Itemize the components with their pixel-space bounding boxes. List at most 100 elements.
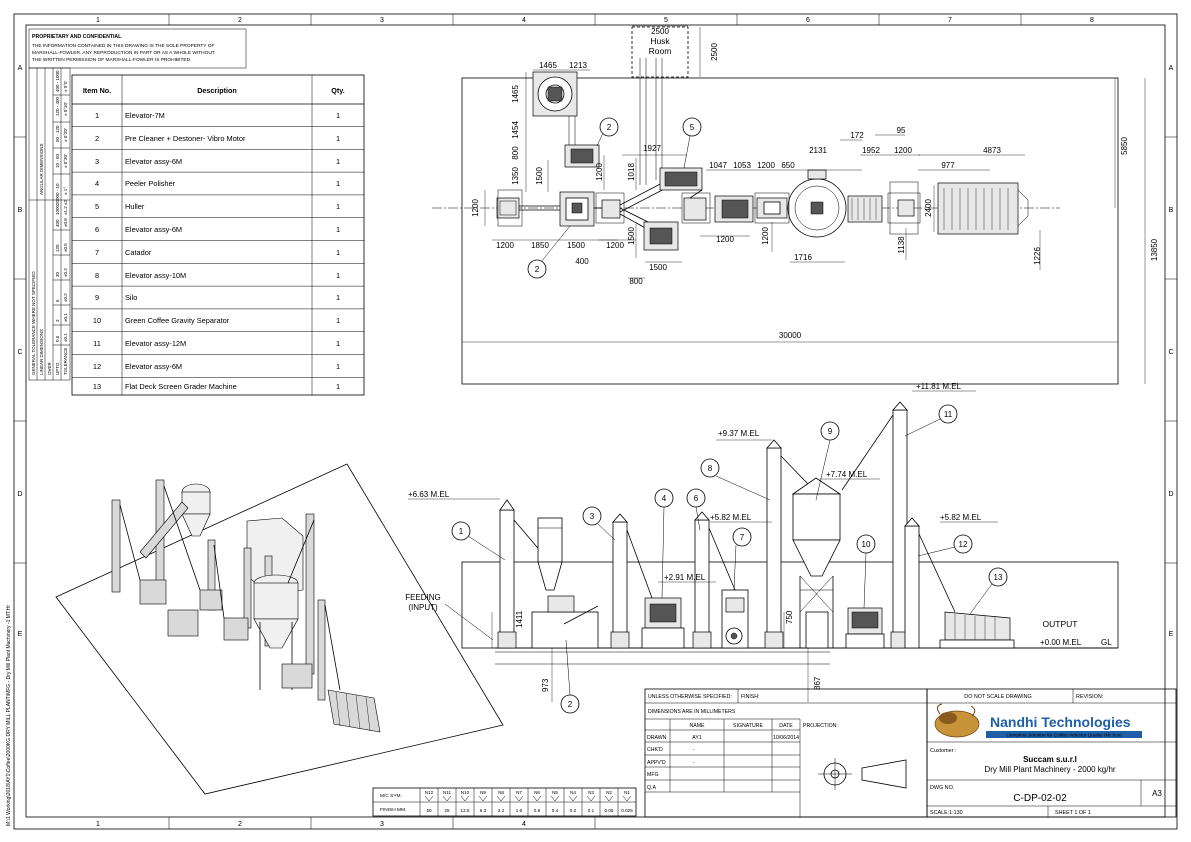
- bom-cell: 1: [336, 157, 340, 166]
- dim-1213: 1213: [569, 61, 587, 70]
- col-label-1: 1: [96, 17, 100, 24]
- surface-finish-table: M/C SYM. FINISH MM. N12 N11 N10 N9 N8 N7…: [372, 787, 637, 817]
- elev-bubble-10: [856, 534, 876, 554]
- logo-shade: [939, 712, 957, 724]
- finish-triangle-icons: [424, 795, 632, 802]
- dim-1200-e: 1200: [716, 235, 734, 244]
- plan-bubble-2-bottom: [527, 259, 547, 279]
- elev-bubble-10-label: 10: [862, 540, 871, 549]
- tol-lin-range-6: 400: [55, 219, 60, 227]
- finish-value: 0.05: [605, 808, 614, 813]
- row-mfg: MFG: [647, 772, 659, 778]
- bom-cell: 1: [336, 111, 340, 120]
- dim-1350: 1350: [511, 167, 520, 185]
- finish-grade: N6: [534, 790, 540, 795]
- output-label: OUTPUT: [1043, 619, 1078, 629]
- finish-grade: N7: [516, 790, 522, 795]
- row-label-d: D: [17, 491, 22, 498]
- col-head-signature: SIGNATURE: [733, 723, 763, 729]
- dwg-no-label: DWG NO.: [930, 785, 954, 791]
- elevation-bubbles: 1 2 3 4 6 7 8 9 10 1: [451, 404, 1008, 714]
- bom-cell: 4: [95, 179, 99, 188]
- dim-172: 172: [850, 131, 864, 140]
- tol-lin-range-5: 120: [55, 244, 60, 252]
- plan-bubble-2-top: [599, 117, 619, 137]
- dim-800-b: 800: [629, 277, 643, 286]
- dim-1500-b: 1500: [567, 241, 585, 250]
- bom-cell: 13: [93, 382, 101, 391]
- bom-cell: Silo: [125, 293, 137, 302]
- sheet-label: SHEET 1 OF 1: [1055, 810, 1091, 816]
- row-appvd: APPV'D: [647, 760, 666, 766]
- col-label-6: 6: [806, 17, 810, 24]
- bom-cell: 1: [336, 339, 340, 348]
- tol-lin-range-1: 0.5: [55, 335, 60, 342]
- bom-cell: 1: [336, 271, 340, 280]
- finish-grade: N3: [588, 790, 594, 795]
- husk-room-label-2: Room: [649, 46, 672, 56]
- bom-cell: 1: [336, 179, 340, 188]
- tolerance-general: GENERAL TOLERANCE WHERE NOT SPECIFIED: [31, 271, 36, 375]
- side-file-path: M:\1 Working\2018\AY1\Coffee\2000KG DRY …: [6, 605, 12, 826]
- dim-1952: 1952: [862, 146, 880, 155]
- row-qa: Q.A: [647, 785, 656, 791]
- feeding-label-2: (INPUT): [408, 603, 438, 612]
- row-label-d-right: D: [1168, 491, 1173, 498]
- bom-cell: 11: [93, 339, 101, 348]
- bom-cell: 1: [336, 362, 340, 371]
- tol-ang-range-2: 10 - 50: [55, 153, 60, 168]
- tol-ang-value-2: ± 0°30': [63, 154, 68, 168]
- row-label-b: B: [18, 207, 23, 214]
- row-chkd: CHK'D: [647, 747, 663, 753]
- dim-13850: 13850: [1150, 238, 1159, 261]
- bom-cell: Flat Deck Screen Grader Machine: [125, 382, 237, 391]
- bom-cell: 1: [95, 111, 99, 120]
- project-name: Dry Mill Plant Machinery - 2000 kg/hr: [984, 765, 1115, 774]
- row-label-c-right: C: [1168, 349, 1173, 356]
- bom-cell: Elevator-7M: [125, 111, 165, 120]
- husk-room-label-1: Husk: [650, 36, 670, 46]
- dim-2500-top: 2500: [651, 27, 669, 36]
- dim-1200-f: 1200: [761, 227, 770, 245]
- row-label-e: E: [18, 631, 23, 638]
- finish-grade: N5: [552, 790, 558, 795]
- tol-lin-range-4: 30: [55, 271, 60, 277]
- proprietary-line-2: MARSHALL-FOWLER. ANY REPRODUCTION IN PAR…: [32, 50, 215, 56]
- tol-lin-value-3: ±0.2: [63, 293, 68, 302]
- tol-ang-range-4: 120 - 400: [55, 96, 60, 116]
- tol-lin-value-2: ±0.1: [63, 313, 68, 322]
- row-label-a: A: [18, 65, 23, 72]
- tolerance-angular: ANGULAR DIMENSIONS: [39, 143, 44, 195]
- tol-lin-value-7: ±1.2: [63, 206, 68, 215]
- dim-1200-a: 1200: [595, 163, 604, 181]
- row-label-c: C: [17, 349, 22, 356]
- dims-in-mm: DIMENSIONS ARE IN MILLIMETERS: [648, 709, 736, 715]
- plan-bubble-2-bottom-label: 2: [535, 265, 540, 274]
- drawn-date: 10/06/2014: [773, 735, 799, 741]
- bom-cell: Catador: [125, 248, 152, 257]
- dim-650: 650: [781, 161, 795, 170]
- dim-1047: 1047: [709, 161, 727, 170]
- tol-lin-range-8: 2000: [55, 194, 60, 205]
- tol-lin-range-3: 6: [55, 299, 60, 302]
- bom-header-item: Item No.: [83, 86, 111, 95]
- company-name: Nandhi Technologies: [990, 714, 1131, 730]
- elev-bubble-3-label: 3: [590, 512, 595, 521]
- dim-800: 800: [511, 146, 520, 160]
- bom-cell: 1: [336, 202, 340, 211]
- bom-cell: Elevator assy-6M: [125, 362, 182, 371]
- do-not-scale: DO NOT SCALE DRAWING: [964, 694, 1031, 700]
- unless-specified: UNLESS OTHERWISE SPECIFIED:: [648, 694, 732, 700]
- finish-grade: N8: [498, 790, 504, 795]
- bom-cell: 8: [95, 271, 99, 280]
- bom-cell: Elevator assy-6M: [125, 225, 182, 234]
- dim-30000: 30000: [779, 331, 802, 340]
- elev-bubble-6: [686, 488, 706, 508]
- tol-lin-value-6: ±0.8: [63, 218, 68, 227]
- dim-2400: 2400: [924, 199, 933, 217]
- elev-bubble-1-label: 1: [459, 527, 464, 536]
